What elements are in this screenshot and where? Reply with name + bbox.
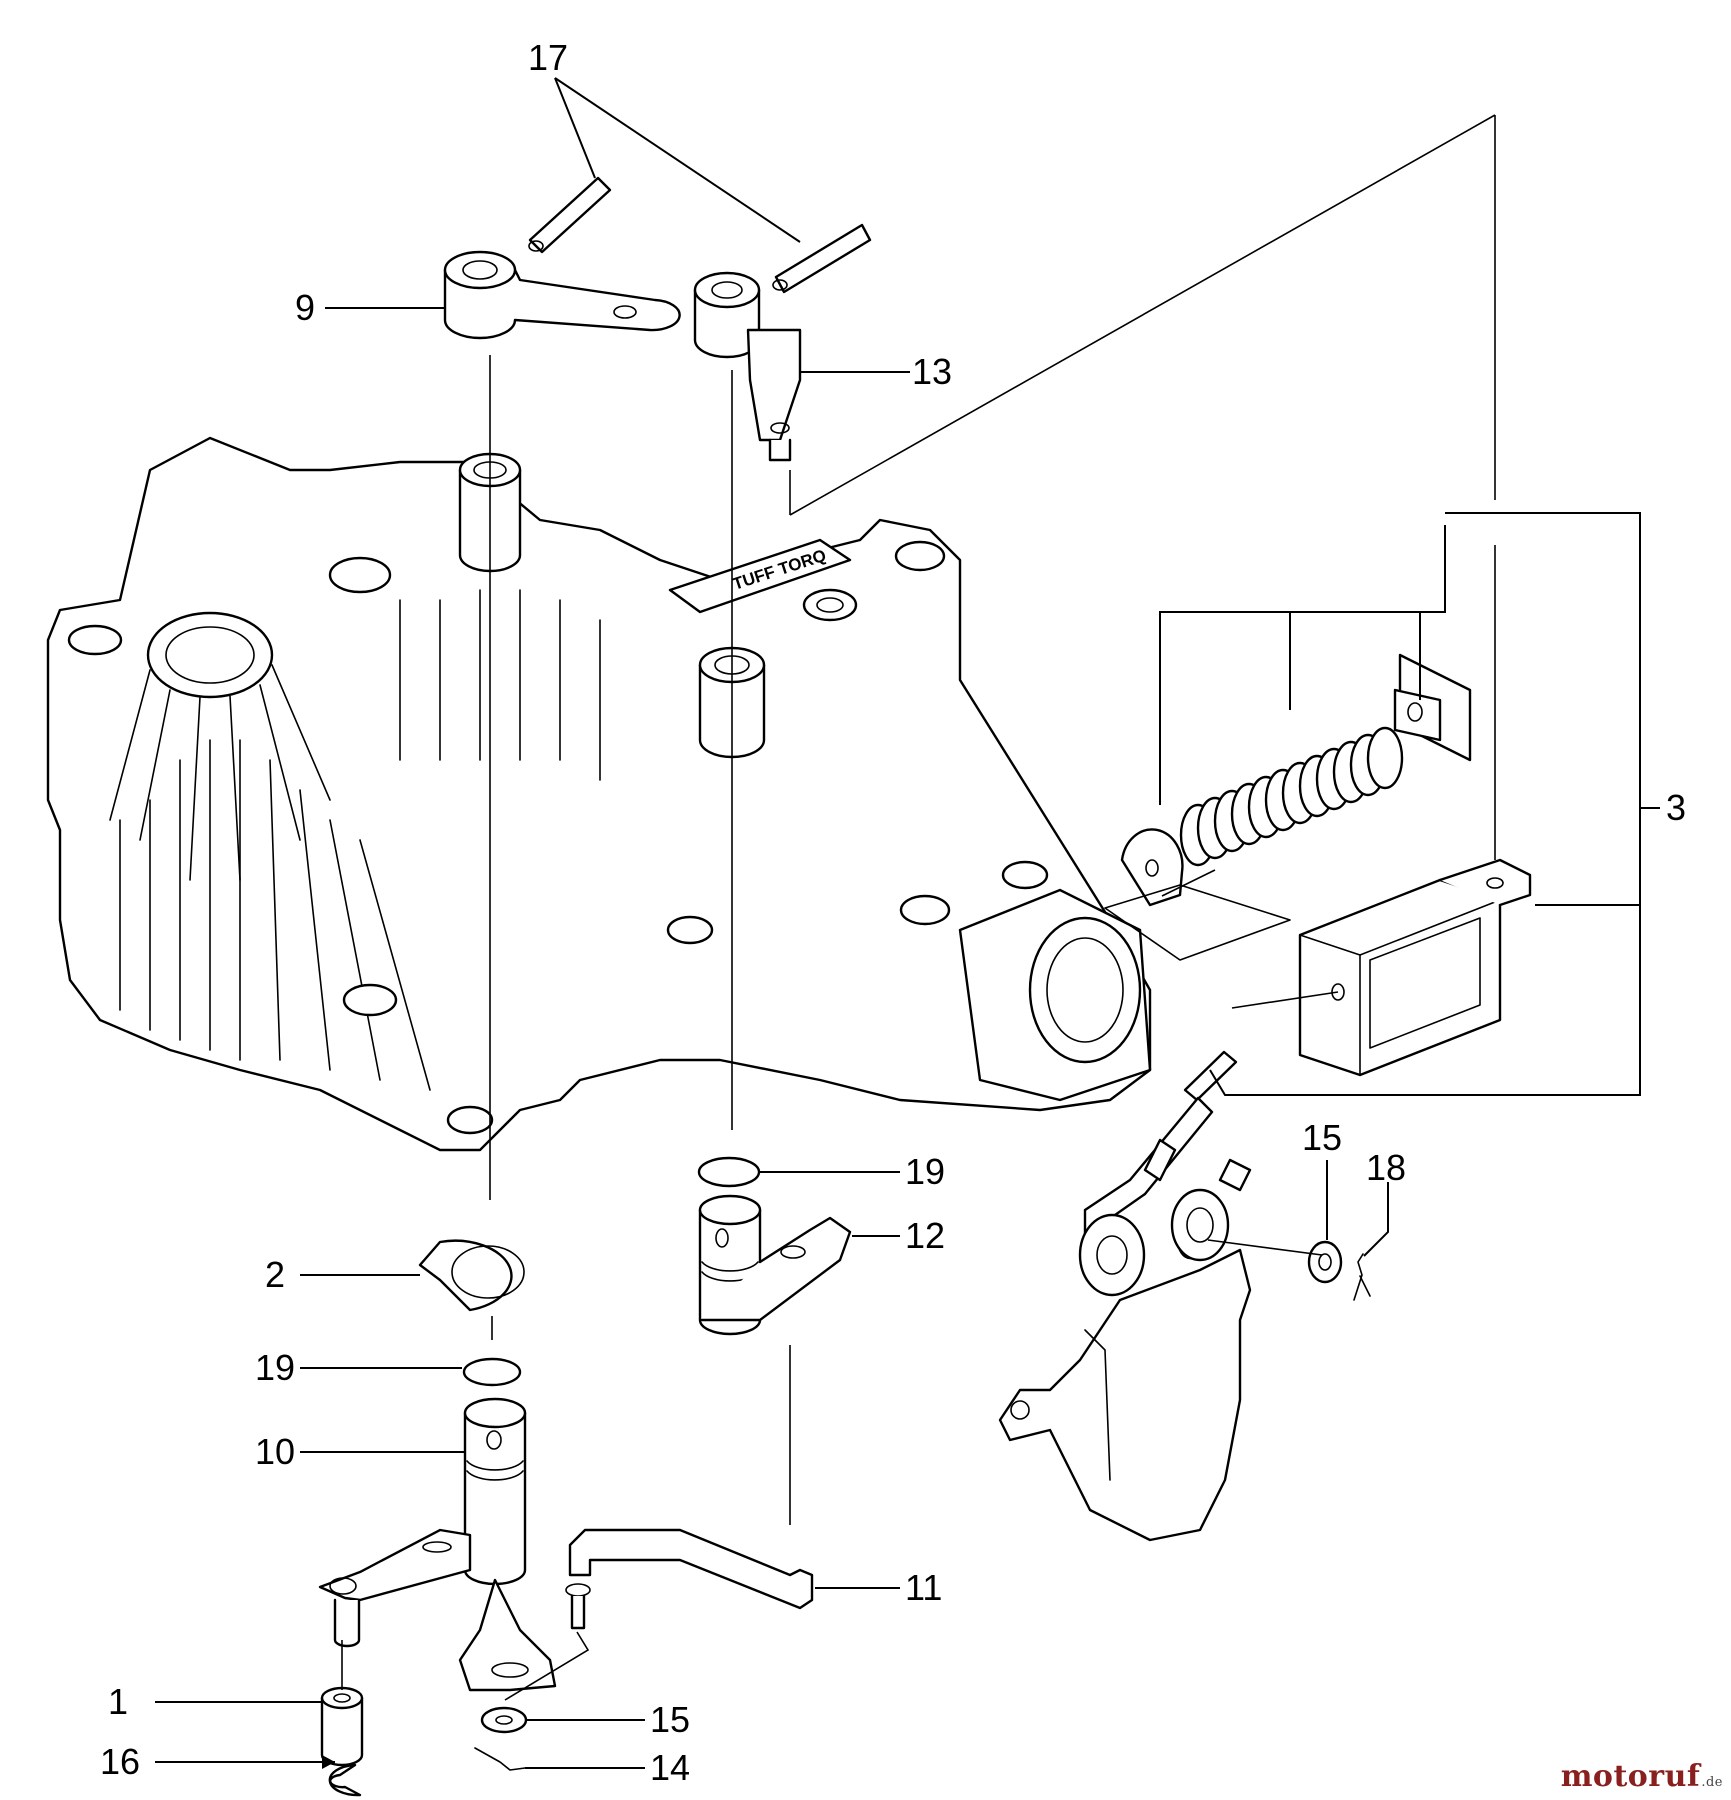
alignment-lines <box>341 114 1496 1701</box>
part-2-seal <box>418 1239 525 1312</box>
spring <box>1179 726 1404 867</box>
part-19-oring-left <box>462 1357 522 1387</box>
callout-1: 1 <box>108 1681 128 1722</box>
watermark-logo: motoruf.de <box>1561 1759 1723 1794</box>
part-15-washer-bottom <box>480 1706 528 1734</box>
part-17-pins <box>528 176 872 294</box>
callout-11: 11 <box>905 1567 942 1608</box>
arrow-16 <box>322 1755 335 1769</box>
part-11-rod <box>565 1528 814 1630</box>
callout-2: 2 <box>265 1254 285 1295</box>
part-15-washer-right <box>1307 1240 1343 1284</box>
transaxle-housing: TUFF TORQ <box>46 436 1152 1152</box>
callout-18: 18 <box>1366 1147 1406 1188</box>
part-12-shaft <box>698 1194 852 1336</box>
callout-9: 9 <box>295 287 315 328</box>
callout-10: 10 <box>255 1431 295 1472</box>
leader-lines <box>155 77 1660 1769</box>
callout-14: 14 <box>650 1747 690 1788</box>
part-18-clip <box>1353 1253 1371 1301</box>
watermark-tld: .de <box>1701 1775 1723 1790</box>
part-10-shaft <box>318 1397 557 1692</box>
part-14-clip <box>474 1747 526 1771</box>
callout-3: 3 <box>1666 787 1686 828</box>
part-3-brake-assembly <box>1083 653 1532 1252</box>
brake-cover <box>998 1138 1252 1542</box>
callout-16: 16 <box>100 1741 140 1782</box>
part-19-oring-center <box>697 1156 761 1188</box>
part-13-arm <box>693 271 802 462</box>
callout-19-center: 19 <box>905 1151 945 1192</box>
callout-15-bottom: 15 <box>650 1699 690 1740</box>
watermark-name: motoruf <box>1560 1759 1701 1794</box>
part-1-bushing <box>320 1686 364 1767</box>
callout-17: 17 <box>528 37 568 78</box>
callout-13: 13 <box>912 351 952 392</box>
callout-19-left: 19 <box>255 1347 295 1388</box>
part-9-arm <box>443 250 681 340</box>
callout-12: 12 <box>905 1215 945 1256</box>
callout-15-right: 15 <box>1302 1117 1342 1158</box>
part-16-eclip <box>328 1763 362 1797</box>
